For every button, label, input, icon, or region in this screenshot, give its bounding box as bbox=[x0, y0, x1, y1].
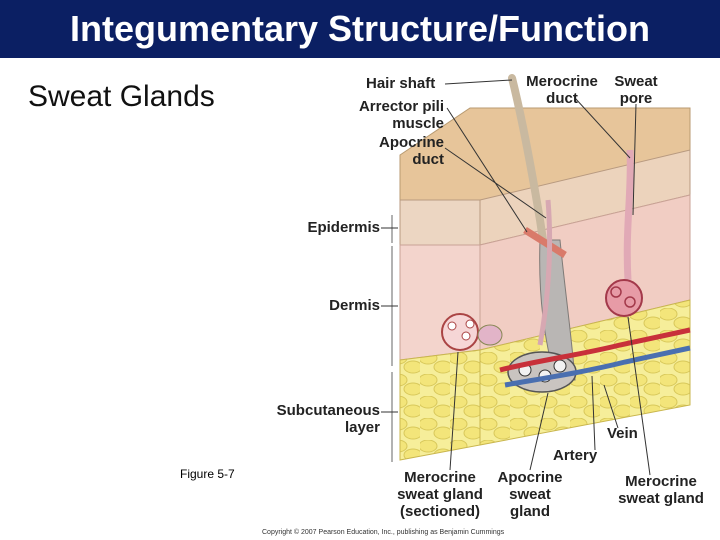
label-merocrine-sectioned-line2: sweat gland bbox=[397, 486, 483, 503]
label-artery-text: Artery bbox=[553, 447, 598, 464]
label-subcutaneous-line1: Subcutaneous bbox=[276, 402, 380, 419]
label-hair-shaft: Hair shaft bbox=[366, 75, 435, 92]
label-apocrine-gland-line3: gland bbox=[510, 503, 550, 520]
label-sweat-pore-line1: Sweat bbox=[614, 73, 658, 90]
label-vein-text: Vein bbox=[607, 425, 638, 442]
label-merocrine-duct-line2: duct bbox=[546, 90, 578, 107]
label-merocrine-gland-line1: Merocrine bbox=[625, 473, 697, 490]
epidermis-layer bbox=[399, 199, 481, 246]
label-merocrine-sectioned-line3: (sectioned) bbox=[399, 503, 480, 520]
label-apocrine-gland-line1: Apocrine bbox=[497, 469, 563, 486]
hair-shaft bbox=[508, 74, 564, 354]
label-arrector-pili-line1: Arrector pili bbox=[358, 98, 444, 115]
label-arrector-pili-line2: muscle bbox=[392, 115, 444, 132]
label-merocrine-gland-line2: sweat gland bbox=[618, 490, 704, 507]
merocrine-gland-coil bbox=[605, 279, 643, 317]
label-merocrine-sectioned-line1: Merocrine bbox=[404, 469, 476, 486]
copyright-notice: Copyright © 2007 Pearson Education, Inc.… bbox=[262, 529, 505, 536]
label-apocrine-duct-line1: Apocrine bbox=[378, 134, 444, 151]
label-subcutaneous-line2: layer bbox=[344, 419, 380, 436]
label-apocrine-gland: Apocrine sweat gland bbox=[490, 469, 570, 520]
label-epidermis: Epidermis bbox=[280, 219, 380, 236]
label-arrector-pili: Arrector pili muscle bbox=[344, 98, 444, 132]
label-merocrine-duct: Merocrine duct bbox=[520, 73, 604, 107]
label-apocrine-duct: Apocrine duct bbox=[344, 134, 444, 168]
apocrine-duct bbox=[537, 199, 553, 346]
label-vein: Vein bbox=[607, 425, 638, 442]
figure-caption: Figure 5-7 bbox=[180, 467, 235, 481]
artery bbox=[499, 327, 691, 373]
vein bbox=[504, 345, 691, 388]
label-hair-shaft-text: Hair shaft bbox=[366, 75, 436, 92]
label-sweat-pore-line2: pore bbox=[619, 90, 653, 107]
label-apocrine-gland-line2: sweat bbox=[509, 486, 551, 503]
label-apocrine-duct-line2: duct bbox=[412, 151, 444, 168]
label-artery: Artery bbox=[553, 447, 597, 464]
arrector-pili-muscle bbox=[523, 227, 567, 258]
leader-lines bbox=[381, 79, 651, 476]
label-merocrine-duct-line1: Merocrine bbox=[526, 73, 598, 90]
label-merocrine-sectioned: Merocrine sweat gland (sectioned) bbox=[390, 469, 490, 520]
label-sweat-pore: Sweat pore bbox=[608, 73, 664, 107]
slide-heading: Sweat Glands bbox=[28, 80, 215, 113]
label-dermis-text: Dermis bbox=[329, 297, 380, 314]
merocrine-duct bbox=[623, 149, 634, 281]
label-subcutaneous: Subcutaneous layer bbox=[262, 402, 380, 436]
title-bar: Integumentary Structure/Function bbox=[0, 0, 720, 58]
merocrine-gland-sectioned bbox=[441, 313, 479, 351]
subcutaneous-layer bbox=[399, 349, 481, 461]
label-epidermis-text: Epidermis bbox=[307, 219, 380, 236]
label-merocrine-gland: Merocrine sweat gland bbox=[608, 473, 714, 507]
slide-title: Integumentary Structure/Function bbox=[69, 8, 651, 49]
label-dermis: Dermis bbox=[280, 297, 380, 314]
